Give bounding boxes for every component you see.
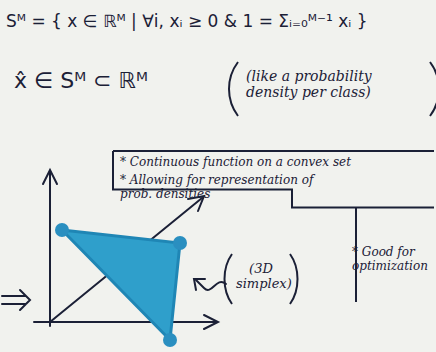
axis-line	[34, 321, 216, 323]
pointer-arrowhead	[194, 279, 205, 290]
axis-arrowhead	[204, 315, 218, 329]
bullet-note: * Allowing for representation of prob. d…	[120, 174, 346, 202]
axis-line	[49, 172, 51, 326]
note-box: * Continuous function on a convex set * A…	[112, 150, 436, 310]
figure-caption-note: (3D simplex)	[236, 262, 286, 292]
simplex-triangle	[62, 230, 180, 340]
axis-arrowhead	[43, 170, 57, 184]
vertex-dot	[163, 333, 177, 347]
outline-path	[113, 151, 434, 302]
parenthesis	[229, 62, 436, 116]
pointer-squiggle	[196, 280, 226, 290]
bullet-note: * Continuous function on a convex set	[120, 156, 430, 170]
vertex-dot	[173, 236, 187, 250]
vertex-dot	[55, 223, 69, 237]
membership-formula: x̂ ∈ Sᴹ ⊂ ℝᴹ	[14, 68, 224, 93]
implies-arrow	[2, 290, 30, 310]
side-note: (like a probability density per class)	[246, 68, 424, 100]
parenthesis	[225, 254, 298, 304]
set-definition: Sᴹ = { x ∈ ℝᴹ | ∀i, xᵢ ≥ 0 & 1 = Σᵢ₌₀ᴹ⁻¹…	[6, 12, 432, 32]
bullet-note: * Good for optimization	[352, 246, 434, 274]
